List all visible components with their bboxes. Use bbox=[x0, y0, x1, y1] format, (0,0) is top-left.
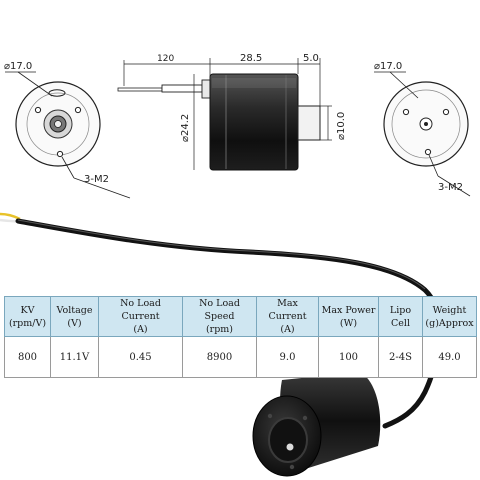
spec-header-name: Lipo bbox=[389, 304, 412, 316]
lead-wire-housing bbox=[201, 79, 211, 99]
rear-view-screw-label: 3-M2 bbox=[438, 182, 463, 193]
spec-value-cell: 2-4S bbox=[378, 336, 423, 378]
spec-header-cell: Max Current (A) bbox=[256, 296, 319, 337]
cable-yellow-lead bbox=[0, 212, 21, 221]
spec-value-cell: 0.45 bbox=[98, 336, 183, 378]
spec-header-unit: (rpm) bbox=[205, 324, 234, 335]
spec-header-name: No Load Speed bbox=[199, 298, 240, 322]
shaft-length-label: 5.0 bbox=[303, 53, 319, 64]
side-view-body bbox=[209, 73, 299, 171]
front-view-slot bbox=[48, 89, 66, 97]
front-view-screw-label: 3-M2 bbox=[84, 174, 109, 185]
rear-view-diameter-leader bbox=[389, 71, 419, 99]
spec-table: KV(rpm/V)Voltage(V)No Load Current(A)No … bbox=[4, 296, 477, 378]
side-view-highlight bbox=[212, 78, 296, 88]
lead-wire bbox=[161, 84, 203, 93]
front-view-screw-leader bbox=[73, 177, 131, 199]
spec-value-cell: 11.1V bbox=[50, 336, 99, 378]
motor-face-ring bbox=[268, 417, 308, 463]
spec-value-cell: 100 bbox=[318, 336, 379, 378]
front-view-screw-hole bbox=[74, 106, 82, 114]
front-view-screw-hole bbox=[56, 150, 64, 158]
motor-shaft-tip bbox=[286, 443, 294, 451]
body-length-label: 28.5 bbox=[240, 53, 262, 64]
shaft-diameter-label: ⌀10.0 bbox=[336, 112, 347, 140]
front-view-diameter-leader bbox=[17, 71, 53, 97]
cable-sheen bbox=[17, 219, 426, 290]
rear-view-screw-leader bbox=[428, 154, 439, 177]
body-diameter-label: ⌀24.2 bbox=[180, 114, 191, 142]
spec-header-name: Max Current bbox=[268, 298, 307, 322]
motor-screw bbox=[267, 413, 273, 419]
spec-header-row: KV(rpm/V)Voltage(V)No Load Current(A)No … bbox=[4, 296, 477, 337]
spec-header-unit: (V) bbox=[67, 317, 82, 329]
rear-view-screw-hole bbox=[402, 108, 410, 116]
spec-header-unit: (A) bbox=[280, 324, 295, 335]
front-view: ⌀17.0 3-M2 bbox=[4, 61, 131, 199]
rear-view-inner-ring bbox=[391, 89, 461, 159]
front-view-shaft bbox=[54, 120, 62, 128]
lead-wire bbox=[117, 87, 163, 92]
spec-value-cell: 9.0 bbox=[256, 336, 319, 378]
spec-header-name: KV bbox=[20, 304, 35, 316]
rear-view-screw-hole bbox=[442, 108, 450, 116]
spec-value-cell: 800 bbox=[4, 336, 51, 378]
motor-screw bbox=[302, 415, 308, 421]
spec-header-unit: (W) bbox=[339, 317, 358, 329]
rear-view-screw-leader bbox=[437, 175, 471, 197]
spec-header-cell: No Load Current (A) bbox=[98, 296, 183, 337]
motor-screw bbox=[289, 464, 295, 470]
lead-length-label: 120 bbox=[157, 54, 174, 64]
front-view-screw-hole bbox=[34, 106, 42, 114]
spec-header-unit: (A) bbox=[133, 324, 148, 335]
spec-header-name: No Load Current bbox=[120, 298, 161, 322]
side-view-shaft-boss bbox=[297, 105, 321, 141]
spec-header-unit: (rpm/V) bbox=[8, 317, 47, 329]
spec-value-cell: 8900 bbox=[182, 336, 257, 378]
side-view: 120 28.5 5.0 ⌀24.2 ⌀10.0 bbox=[117, 53, 347, 171]
spec-header-unit: (g)Approx bbox=[425, 317, 474, 329]
front-view-screw-leader bbox=[61, 156, 75, 179]
spec-value-cell: 49.0 bbox=[422, 336, 477, 378]
rear-view: ⌀17.0 3-M2 bbox=[374, 61, 471, 197]
front-view-diameter-label: ⌀17.0 bbox=[4, 61, 32, 72]
spec-header-name: Max Power bbox=[321, 304, 376, 316]
rear-view-shaft bbox=[424, 122, 428, 126]
spec-header-unit: Cell bbox=[391, 317, 410, 329]
rear-view-diameter-label: ⌀17.0 bbox=[374, 61, 402, 72]
rear-view-screw-hole bbox=[424, 148, 432, 156]
spec-header-cell: Weight(g)Approx bbox=[422, 296, 477, 337]
spec-header-cell: Max Power(W) bbox=[318, 296, 379, 337]
motor-photo bbox=[0, 212, 442, 477]
spec-header-cell: No Load Speed (rpm) bbox=[182, 296, 257, 337]
spec-header-name: Weight bbox=[432, 304, 467, 316]
cable bbox=[15, 218, 442, 429]
spec-header-name: Voltage bbox=[56, 304, 93, 316]
spec-header-cell: Voltage(V) bbox=[50, 296, 99, 337]
spec-header-cell: KV(rpm/V) bbox=[4, 296, 51, 337]
